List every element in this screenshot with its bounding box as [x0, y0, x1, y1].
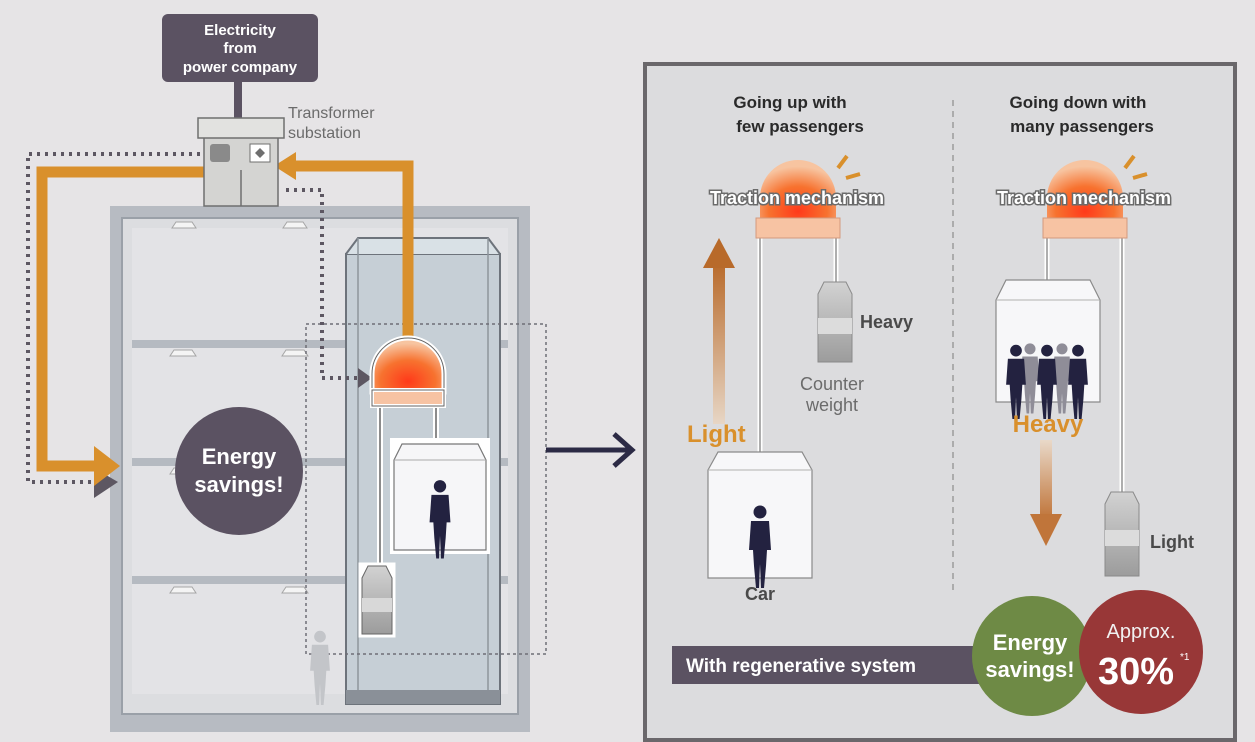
left-badge-line1: Energy: [202, 444, 277, 469]
counterweight-light: [1104, 491, 1140, 577]
regen-banner: [672, 646, 982, 684]
light-label-up: Light: [687, 421, 746, 448]
red-badge-approx: Approx.: [1107, 621, 1176, 643]
heavy-label-down: Heavy: [1013, 411, 1084, 438]
heavy-label-up: Heavy: [860, 312, 913, 332]
comparison-panel: Going up with few passengers Going down …: [643, 62, 1237, 742]
col-up-title2: few passengers: [736, 117, 864, 136]
energy-savings-badge-left: Energy savings!: [175, 407, 303, 535]
counterweight-label1: Counter: [800, 374, 864, 394]
traction-mechanism-up: [755, 154, 861, 462]
col-down-title2: many passengers: [1010, 117, 1154, 136]
transformer-label-line2: substation: [288, 125, 361, 142]
col-down-title1: Going down with: [1010, 93, 1147, 112]
source-line1: Electricity: [204, 22, 276, 39]
orange-arrow-head: [94, 446, 120, 486]
source-line3: power company: [183, 59, 298, 76]
left-badge-line2: savings!: [194, 472, 283, 497]
col-up-title1: Going up with: [733, 93, 846, 112]
traction-label-up: Traction mechanism: [710, 188, 884, 208]
traction-label-down: Traction mechanism: [997, 188, 1171, 208]
floor-slab: [132, 458, 508, 466]
transformer-icon: [197, 117, 285, 207]
red-badge-value: 30%: [1098, 651, 1174, 693]
floor-slab: [132, 340, 508, 348]
car-label: Car: [745, 584, 775, 604]
elevator-mechanism-left: [358, 335, 490, 638]
regen-label: With regenerative system: [686, 656, 916, 677]
energy-savings-badge-red: Approx. 30% *1: [1079, 590, 1203, 714]
energy-savings-badge-green: Energy savings!: [972, 596, 1092, 716]
arrow-right-icon: [546, 432, 636, 468]
source-line2: from: [223, 40, 256, 57]
floor-slab: [132, 576, 508, 584]
power-flow: [26, 152, 414, 498]
light-label-down: Light: [1150, 532, 1194, 552]
counterweight-heavy: [817, 281, 853, 363]
traction-mechanism-down: [1042, 154, 1148, 494]
arrow-down-icon: [1030, 440, 1062, 546]
detail-frame: [305, 323, 547, 655]
green-badge-line2: savings!: [985, 657, 1074, 682]
arrow-up-icon: [703, 238, 735, 424]
orange-arrow-head: [274, 152, 296, 180]
counterweight-label2: weight: [805, 395, 858, 415]
power-company-box: Electricity from power company: [162, 14, 318, 120]
red-badge-note: *1: [1180, 652, 1190, 663]
green-badge-line1: Energy: [993, 630, 1068, 655]
transformer-label-line1: Transformer: [288, 105, 375, 122]
elevator-car-heavy: [995, 279, 1101, 419]
elevator-car-light: [707, 451, 813, 588]
